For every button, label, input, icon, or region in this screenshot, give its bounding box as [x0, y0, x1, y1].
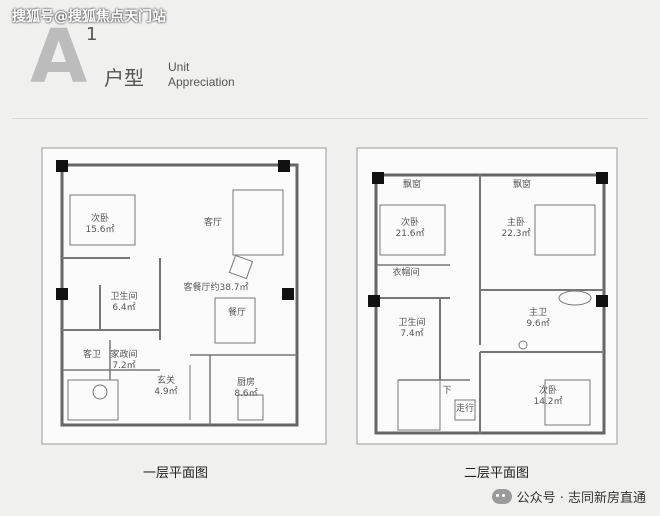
account-name: 公众号 · 志同新房直通	[516, 491, 646, 506]
floor2-caption: 二层平面图	[464, 466, 530, 481]
room-label: 飘窗	[512, 180, 531, 190]
room-label: 飘窗	[402, 180, 421, 190]
room-label: 餐厅	[227, 308, 246, 318]
room-label: 厨房 8.6㎡	[234, 378, 258, 399]
unit-line2: Appreciation	[168, 75, 235, 89]
room-label: 卫生间 7.4㎡	[398, 318, 426, 339]
watermark: 搜狐号@搜狐焦点天门站	[12, 9, 166, 25]
room-label: 主卧 22.3㎡	[501, 218, 531, 239]
wechat-icon	[491, 489, 512, 504]
account-footer: 公众号 · 志同新房直通	[491, 487, 646, 506]
room-label: 衣帽间	[392, 268, 420, 278]
type-label: 户型	[104, 66, 144, 90]
floor1-boundary	[41, 147, 327, 445]
room-label: 客厅	[203, 218, 222, 228]
floor2-boundary	[356, 147, 618, 445]
room-label: 客餐厅约38.7㎡	[183, 283, 249, 293]
unit-letter: A	[30, 14, 88, 100]
room-label: 次卧 15.6㎡	[85, 214, 115, 235]
room-label: 次卧 14.2㎡	[533, 386, 563, 407]
room-label: 次卧 21.6㎡	[395, 218, 425, 239]
room-label: 卫生间 6.4㎡	[110, 292, 138, 313]
room-label: 家政间 7.2㎡	[110, 350, 138, 371]
room-label: 客卫	[82, 350, 101, 360]
room-label: 玄关 4.9㎡	[154, 376, 178, 397]
room-label: 走行	[455, 404, 474, 414]
unit-number: 1	[86, 24, 98, 45]
room-label: 主卫 9.6㎡	[526, 308, 550, 329]
floor1-caption: 一层平面图	[143, 466, 209, 481]
divider	[12, 118, 648, 119]
unit-line1: Unit	[168, 60, 190, 74]
unit-appreciation: Unit Appreciation	[168, 60, 235, 90]
room-label: 下	[442, 386, 452, 396]
